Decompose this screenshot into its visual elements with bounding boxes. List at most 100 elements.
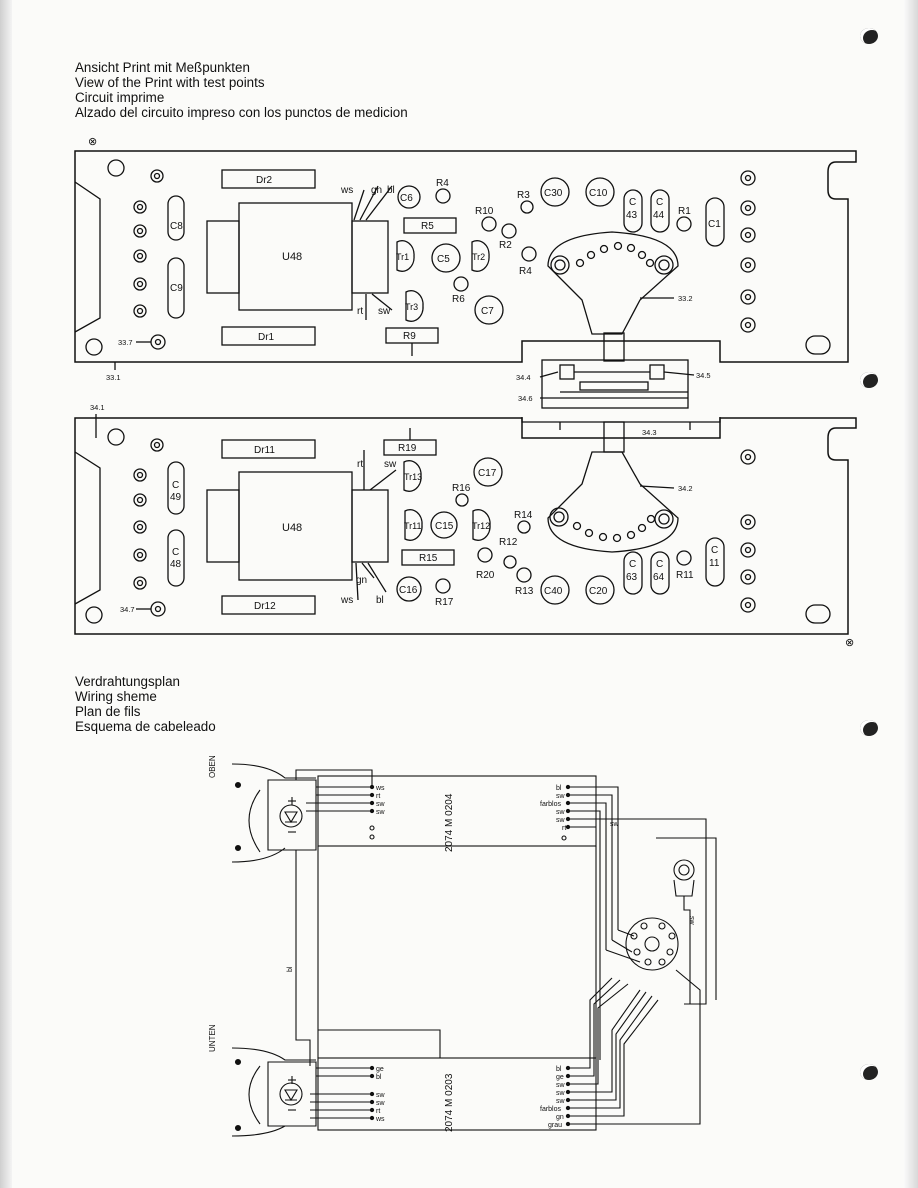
capacitor-c44 [650, 189, 670, 233]
svg-text:gn: gn [556, 1114, 564, 1121]
svg-text:C17: C17 [478, 468, 497, 479]
svg-text:bl: bl [287, 966, 294, 972]
pcb-slot [74, 451, 101, 605]
svg-text:.: . [519, 266, 522, 277]
transistor-tr3 [405, 290, 424, 322]
svg-text:R15: R15 [419, 553, 438, 564]
svg-text:sw: sw [556, 793, 566, 800]
transistor-tr11 [404, 509, 423, 541]
choke-dr11 [221, 439, 316, 459]
resistor-r1 [676, 216, 692, 232]
svg-text:C7: C7 [481, 306, 494, 317]
svg-text:C: C [711, 545, 718, 556]
svg-text:34.4: 34.4 [516, 373, 531, 382]
wiring-diagram: OBEN UNTEN 2074 M 0204 [208, 755, 717, 1137]
resistor-r13 [516, 567, 532, 583]
svg-text:gn: gn [371, 185, 382, 196]
capacitor-c10 [585, 177, 615, 207]
resistor-r15 [401, 549, 455, 566]
test-point-column-left [133, 438, 166, 617]
svg-text:sw: sw [610, 821, 620, 828]
svg-text:R19: R19 [398, 443, 417, 454]
svg-text:R14: R14 [514, 510, 533, 521]
scan-edge-left [0, 0, 12, 1188]
title-line: Wiring sheme [75, 689, 157, 704]
testpoint-label: 33.1 [106, 373, 121, 382]
title-line: Ansicht Print mit Meßpunkten [75, 60, 250, 75]
svg-text:Dr11: Dr11 [254, 445, 275, 456]
capacitor-c43 [623, 189, 643, 233]
svg-text:sw: sw [376, 1100, 386, 1107]
test-point-column-left [133, 169, 166, 350]
capacitor-c6 [397, 185, 421, 209]
svg-text:Tr3: Tr3 [405, 302, 418, 312]
svg-text:C16: C16 [399, 585, 418, 596]
capacitor-c5 [431, 243, 461, 273]
svg-text:sw: sw [556, 1082, 566, 1089]
svg-text:R2: R2 [499, 240, 512, 251]
tube-socket-top: 33.2 [547, 231, 693, 362]
svg-text:11: 11 [709, 558, 720, 569]
svg-text:C: C [629, 197, 636, 208]
svg-text:C1: C1 [708, 219, 721, 230]
test-point-column-right [740, 449, 756, 613]
binder-clip-icon [858, 368, 884, 394]
resistor-r11 [676, 550, 692, 566]
mount-hole [107, 159, 125, 177]
capacitor-c20 [585, 575, 615, 605]
capacitor-c9 [167, 257, 185, 319]
svg-text:ws: ws [375, 1116, 385, 1123]
svg-text:2074 M 0204: 2074 M 0204 [444, 793, 455, 852]
capacitor-c16 [396, 576, 422, 602]
svg-text:C: C [629, 559, 636, 570]
svg-text:ge: ge [376, 1066, 384, 1073]
transformer-core-left [206, 220, 240, 294]
capacitor-c63 [623, 551, 643, 595]
svg-text:34.2: 34.2 [678, 484, 693, 493]
resistor-r4 [521, 246, 537, 262]
resistor-r17 [435, 578, 451, 594]
meter-bottom [231, 1047, 317, 1137]
connector-strip: 34.4 34.5 34.6 34.3 [516, 359, 721, 437]
transformer-core-right [351, 220, 389, 294]
svg-text:rt: rt [357, 306, 363, 317]
svg-text:48: 48 [170, 559, 182, 570]
svg-text:C30: C30 [544, 188, 563, 199]
capacitor-c7 [474, 295, 504, 325]
scan-edge-right [904, 0, 918, 1188]
svg-text:sw: sw [556, 1098, 566, 1105]
svg-text:grau: grau [548, 1122, 562, 1129]
tube-socket-wiring [605, 917, 679, 971]
svg-text:34.6: 34.6 [518, 394, 533, 403]
svg-text:34.5: 34.5 [696, 371, 711, 380]
label-dr2: Dr2 [256, 175, 273, 186]
binder-clip-icon [858, 24, 884, 50]
title-line: Esquema de cabeleado [75, 719, 216, 734]
pcb-outline [74, 417, 857, 635]
transformer-core-right [351, 489, 389, 563]
svg-text:R17: R17 [435, 597, 454, 608]
resistor-r10 [481, 216, 497, 232]
svg-text:rt: rt [357, 459, 363, 470]
board-bottom: 34.1 ⊗ 34.7 C 49 C 48 Dr11 Dr12 U48 [74, 403, 857, 649]
capacitor-c15 [430, 511, 458, 539]
svg-text:R5: R5 [421, 221, 434, 232]
transistor-tr12 [472, 509, 491, 541]
ground-lug: sw [656, 837, 717, 1004]
capacitor-c40 [540, 575, 570, 605]
svg-text:64: 64 [653, 572, 665, 583]
svg-text:ws: ws [340, 595, 353, 606]
svg-text:U48: U48 [282, 522, 302, 534]
svg-text:farblos: farblos [540, 801, 562, 808]
svg-text:C: C [656, 197, 663, 208]
label-c8: C8 [170, 221, 183, 232]
svg-text:Tr2: Tr2 [472, 252, 485, 262]
resistor-r3 [520, 200, 534, 214]
resistor-r5 [403, 217, 457, 234]
label-dr1: Dr1 [258, 332, 275, 343]
svg-text:ge: ge [556, 1074, 564, 1081]
svg-text:gn: gn [356, 575, 367, 586]
svg-text:C5: C5 [437, 254, 450, 265]
mount-slot [805, 604, 831, 624]
